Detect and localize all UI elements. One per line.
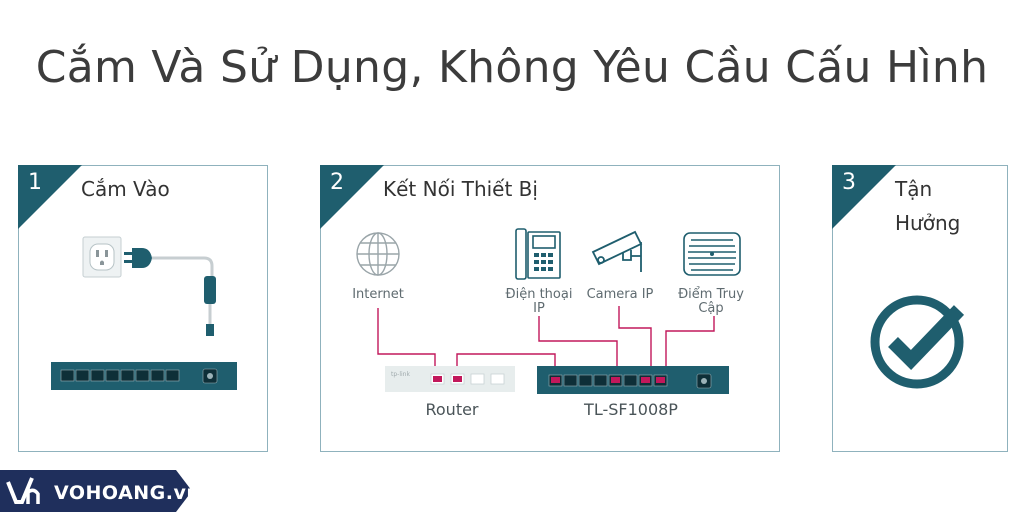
switch-device: [51, 362, 237, 390]
step-1-corner: [18, 165, 82, 229]
connection-cables: [377, 306, 715, 377]
router-label: Router: [425, 400, 479, 419]
router-device: tp-link: [385, 366, 515, 392]
outlet-icon: [82, 236, 122, 278]
ip-phone-icon: [515, 228, 561, 280]
step-2-number: 2: [330, 170, 344, 195]
step-1-panel: 1 Cắm Vào: [18, 165, 268, 452]
vohoang-logo: VOHOANG.vn: [0, 470, 200, 512]
ap-label-line1: Điểm Truy: [678, 287, 744, 302]
phone-label-line1: Điện thoại: [505, 287, 573, 302]
power-plug-icon: [124, 248, 216, 336]
step-2-title: Kết Nối Thiết Bị: [383, 177, 538, 201]
step-1-title: Cắm Vào: [81, 177, 170, 201]
switch-label: TL-SF1008P: [584, 400, 678, 419]
checkmark-icon: [870, 295, 965, 389]
access-point-icon: [683, 232, 741, 276]
page-title: Cắm Và Sử Dụng, Không Yêu Cầu Cấu Hình: [35, 42, 989, 93]
step-3-title-line1: Tận: [895, 177, 933, 201]
step-3-panel: 3 Tận Hưởng: [832, 165, 1008, 452]
step-2-panel: 2 Kết Nối Thiết Bị Internet Điện thoại I…: [320, 165, 780, 452]
step-3-corner: [832, 165, 896, 229]
phone-label-line2: IP: [533, 301, 545, 316]
step-3-number: 3: [842, 170, 856, 195]
step-3-title-line2: Hưởng: [895, 211, 961, 235]
poe-switch-device: [537, 366, 729, 394]
logo-text: VOHOANG.vn: [54, 482, 201, 504]
step-1-number: 1: [28, 170, 42, 195]
ap-label-line2: Cập: [698, 301, 724, 316]
internet-label: Internet: [352, 287, 404, 302]
camera-label: Camera IP: [586, 287, 654, 302]
globe-icon: [356, 232, 400, 276]
ip-camera-icon: [591, 230, 643, 272]
svg-text:tp-link: tp-link: [391, 371, 410, 378]
step-2-corner: [320, 165, 384, 229]
